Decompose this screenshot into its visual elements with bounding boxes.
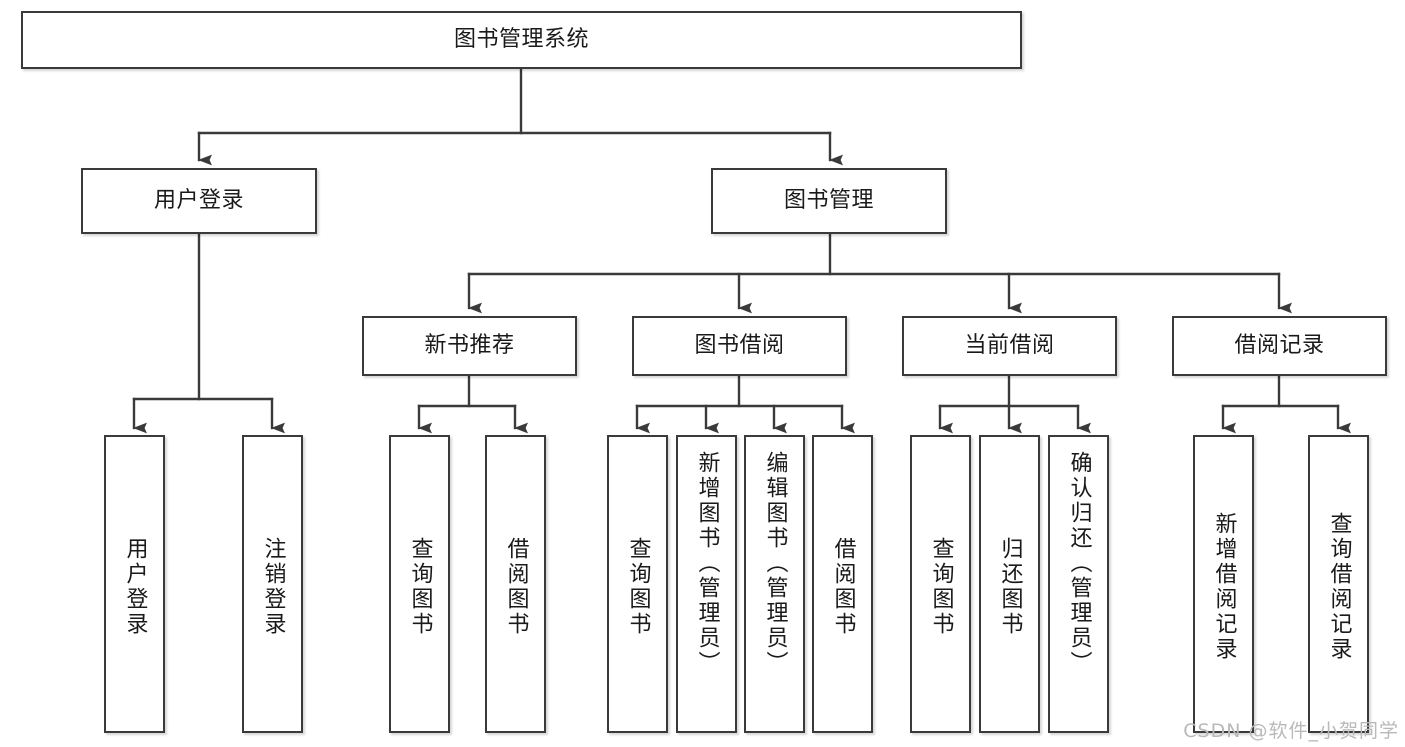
leaf-edit-book[interactable]: 编辑图书（管理员） xyxy=(744,435,805,733)
leaf-return-book[interactable]: 归还图书 xyxy=(979,435,1040,733)
leaf-query-book-1-label: 查询图书 xyxy=(407,537,433,637)
leaf-edit-book-label: 编辑图书（管理员） xyxy=(762,451,788,676)
node-user-login-label: 用户登录 xyxy=(153,187,244,213)
leaf-query-book-1[interactable]: 查询图书 xyxy=(389,435,450,733)
leaf-add-borrow-record-wrap: 新增借阅记录 xyxy=(1195,443,1252,731)
leaf-query-book-3[interactable]: 查询图书 xyxy=(910,435,971,733)
leaf-confirm-return[interactable]: 确认归还（管理员） xyxy=(1048,435,1109,733)
leaf-query-book-3-wrap: 查询图书 xyxy=(912,443,969,731)
leaf-query-borrow-record-wrap: 查询借阅记录 xyxy=(1310,443,1367,731)
leaf-add-book-label: 新增图书（管理员） xyxy=(694,451,720,676)
node-book-management-label: 图书管理 xyxy=(783,187,874,213)
node-user-login[interactable]: 用户登录 xyxy=(81,168,317,234)
leaf-borrow-book-2-wrap: 借阅图书 xyxy=(814,443,871,731)
leaf-add-book[interactable]: 新增图书（管理员） xyxy=(676,435,737,733)
node-new-book-recommend-label: 新书推荐 xyxy=(424,332,515,358)
leaf-query-book-3-label: 查询图书 xyxy=(928,537,954,637)
leaf-edit-book-wrap: 编辑图书（管理员） xyxy=(746,443,803,731)
leaf-borrow-book-1-wrap: 借阅图书 xyxy=(487,443,544,731)
csdn-watermark: CSDN @软件_小贺同学 xyxy=(1183,720,1399,742)
leaf-add-borrow-record-label: 新增借阅记录 xyxy=(1211,512,1237,662)
leaf-user-login-wrap: 用户登录 xyxy=(106,443,163,731)
leaf-borrow-book-1[interactable]: 借阅图书 xyxy=(485,435,546,733)
leaf-logout-label: 注销登录 xyxy=(260,537,286,637)
node-borrow-record-label: 借阅记录 xyxy=(1234,332,1325,358)
leaf-borrow-book-2[interactable]: 借阅图书 xyxy=(812,435,873,733)
leaf-query-book-2-label: 查询图书 xyxy=(625,537,651,637)
leaf-logout[interactable]: 注销登录 xyxy=(242,435,303,733)
leaf-query-book-1-wrap: 查询图书 xyxy=(391,443,448,731)
leaf-return-book-label: 归还图书 xyxy=(997,537,1023,637)
leaf-borrow-book-2-label: 借阅图书 xyxy=(830,537,856,637)
node-current-borrow-label: 当前借阅 xyxy=(964,332,1055,358)
leaf-query-borrow-record-label: 查询借阅记录 xyxy=(1326,512,1352,662)
node-book-borrow-label: 图书借阅 xyxy=(694,332,785,358)
leaf-borrow-book-1-label: 借阅图书 xyxy=(503,537,529,637)
node-book-borrow[interactable]: 图书借阅 xyxy=(632,316,847,376)
node-root-label: 图书管理系统 xyxy=(453,26,589,52)
node-new-book-recommend[interactable]: 新书推荐 xyxy=(362,316,577,376)
leaf-add-borrow-record[interactable]: 新增借阅记录 xyxy=(1193,435,1254,733)
node-root[interactable]: 图书管理系统 xyxy=(21,11,1022,69)
leaf-return-book-wrap: 归还图书 xyxy=(981,443,1038,731)
leaf-confirm-return-label: 确认归还（管理员） xyxy=(1066,451,1092,676)
leaf-query-borrow-record[interactable]: 查询借阅记录 xyxy=(1308,435,1369,733)
leaf-query-book-2-wrap: 查询图书 xyxy=(609,443,666,731)
leaf-logout-wrap: 注销登录 xyxy=(244,443,301,731)
leaf-query-book-2[interactable]: 查询图书 xyxy=(607,435,668,733)
leaf-add-book-wrap: 新增图书（管理员） xyxy=(678,443,735,731)
node-current-borrow[interactable]: 当前借阅 xyxy=(902,316,1117,376)
leaf-user-login-label: 用户登录 xyxy=(122,537,148,637)
leaf-confirm-return-wrap: 确认归还（管理员） xyxy=(1050,443,1107,731)
node-borrow-record[interactable]: 借阅记录 xyxy=(1172,316,1387,376)
leaf-user-login[interactable]: 用户登录 xyxy=(104,435,165,733)
node-book-management[interactable]: 图书管理 xyxy=(711,168,947,234)
